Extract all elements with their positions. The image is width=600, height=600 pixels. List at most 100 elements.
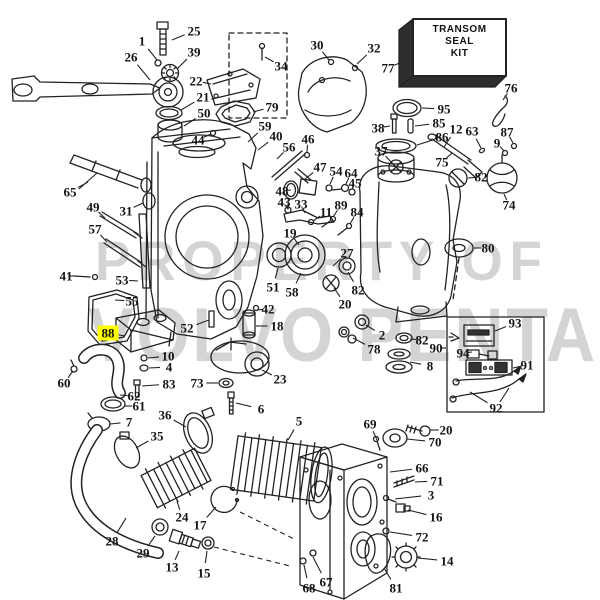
part-label-11: 11 (319, 204, 333, 220)
part-label-22: 22 (189, 73, 203, 89)
part-label-95: 95 (437, 101, 451, 117)
part-label-64: 64 (344, 165, 358, 181)
part-label-31: 31 (119, 203, 133, 219)
part-label-65: 65 (63, 184, 77, 200)
part-label-3: 3 (427, 487, 435, 503)
screw-68 (299, 557, 307, 565)
pivot-arm-26 (11, 75, 161, 102)
clip-76 (491, 95, 509, 127)
part-label-9: 9 (493, 135, 501, 151)
bushing-18 (242, 312, 256, 336)
gasket-81 (364, 533, 392, 574)
part-label-56: 56 (282, 139, 296, 155)
gasket-79 (215, 100, 256, 127)
part-label-67: 67 (319, 574, 333, 590)
wires-92 (451, 370, 520, 399)
bracket-frame-90 (446, 316, 545, 413)
bolt-47 (294, 168, 312, 184)
part-label-89: 89 (334, 197, 348, 213)
o-ring-15 (201, 536, 215, 550)
screw-67 (309, 549, 317, 557)
transom-seal-kit-label: TRANSOM SEAL KIT (413, 24, 506, 60)
part-label-73: 73 (190, 375, 204, 391)
part-label-16: 16 (429, 509, 443, 525)
part-label-47: 47 (313, 159, 327, 175)
part-label-15: 15 (197, 565, 211, 581)
part-label-80: 80 (481, 240, 495, 256)
part-label-30: 30 (310, 37, 324, 53)
hose-65 (69, 154, 143, 189)
link-rod-75 (431, 134, 472, 165)
pin-42 (252, 304, 260, 312)
part-label-37: 37 (374, 143, 388, 159)
nut-73 (218, 377, 234, 389)
part-label-35: 35 (150, 428, 164, 444)
part-label-72: 72 (415, 529, 429, 545)
part-label-48: 48 (275, 183, 289, 199)
pin-71 (393, 475, 415, 488)
part-label-51: 51 (266, 279, 280, 295)
part-label-27: 27 (340, 245, 354, 261)
part-label-71: 71 (430, 473, 444, 489)
part-label-41: 41 (59, 268, 73, 284)
linkage-33 (283, 209, 335, 225)
plug-20 (322, 274, 340, 292)
pin-9 (501, 149, 509, 157)
part-label-61: 61 (132, 398, 146, 414)
part-label-92: 92 (489, 400, 503, 416)
part-label-13: 13 (165, 559, 179, 575)
part-label-93: 93 (508, 315, 522, 331)
part-label-83: 83 (162, 376, 176, 392)
part-label-46: 46 (301, 131, 315, 147)
washer-10 (140, 354, 148, 362)
ring-82b (338, 257, 356, 275)
kit-line-2: SEAL (445, 36, 474, 47)
ring-82c (395, 332, 413, 344)
part-label-69: 69 (363, 416, 377, 432)
part-label-49: 49 (86, 199, 100, 215)
washer-4 (139, 364, 149, 372)
part-label-50: 50 (197, 105, 211, 121)
nut-29 (151, 518, 169, 536)
part-label-88: 88 (97, 325, 119, 341)
pin-46 (303, 151, 311, 159)
part-label-34: 34 (274, 58, 288, 74)
part-label-8: 8 (426, 358, 434, 374)
clip-63 (478, 147, 486, 154)
part-label-24: 24 (175, 509, 189, 525)
part-label-42: 42 (261, 301, 275, 317)
fitting-13 (168, 528, 202, 549)
screw-3 (382, 494, 390, 502)
part-label-62: 62 (127, 388, 141, 404)
connector-91 (465, 359, 513, 376)
part-label-17: 17 (193, 517, 207, 533)
part-label-10: 10 (161, 348, 175, 364)
part-label-63: 63 (465, 123, 479, 139)
part-label-43: 43 (277, 194, 291, 210)
part-label-54: 54 (329, 163, 343, 179)
part-label-57: 57 (88, 221, 102, 237)
pin-87 (510, 142, 518, 150)
rod-56 (271, 150, 306, 181)
part-label-44: 44 (191, 132, 205, 148)
part-label-20: 20 (439, 422, 453, 438)
part-label-85: 85 (432, 115, 446, 131)
part-label-20: 20 (338, 296, 352, 312)
ring-31 (142, 192, 156, 210)
clamp-61 (100, 396, 126, 412)
pin-41 (91, 273, 99, 281)
part-label-6: 6 (257, 401, 265, 417)
part-label-21: 21 (196, 89, 210, 105)
part-label-39: 39 (187, 44, 201, 60)
part-label-28: 28 (105, 533, 119, 549)
part-label-94: 94 (456, 345, 470, 361)
part-label-1: 1 (138, 33, 146, 49)
part-label-32: 32 (367, 40, 381, 56)
washer-8 (387, 348, 411, 360)
part-label-66: 66 (415, 460, 429, 476)
bearing-58 (284, 234, 326, 276)
kit-box-77 (412, 18, 507, 77)
clamp-36 (182, 412, 214, 454)
